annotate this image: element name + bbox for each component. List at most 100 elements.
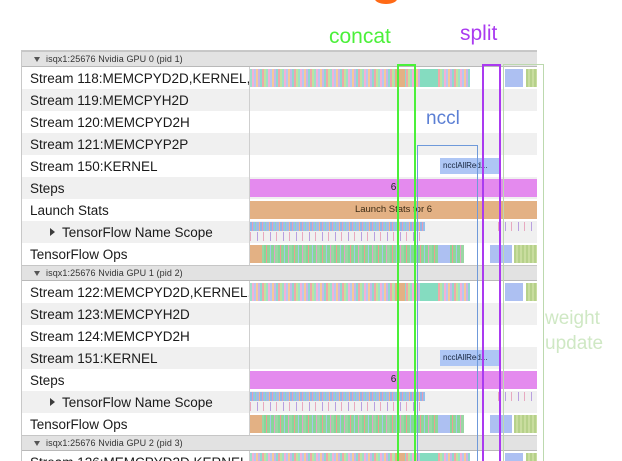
- activity-band[interactable]: [505, 283, 523, 301]
- group-header-gpu1[interactable]: isqx1:25676 Nvidia GPU 1 (pid 2): [22, 265, 537, 281]
- track-lane[interactable]: 6: [250, 177, 537, 199]
- label-column-divider: [249, 243, 250, 265]
- track-row[interactable]: Launch Stats Launch Stats for 6: [22, 199, 537, 221]
- activity-band[interactable]: [250, 232, 425, 241]
- track-row[interactable]: Stream 118:MEMCPYD2D,KERNEL,ME: [22, 67, 537, 89]
- track-lane[interactable]: [250, 413, 537, 435]
- activity-band[interactable]: [420, 283, 438, 301]
- label-column-divider: [249, 413, 250, 435]
- track-lane[interactable]: [250, 111, 537, 133]
- label-column-divider: [249, 451, 250, 461]
- nccl-all-reduce-block[interactable]: ncclAllRed...: [440, 158, 500, 174]
- activity-band[interactable]: [420, 69, 438, 87]
- steps-bar-label: 6: [390, 182, 397, 193]
- activity-band[interactable]: [250, 415, 438, 433]
- track-row[interactable]: Stream 120:MEMCPYD2H: [22, 111, 537, 133]
- track-row-label: Stream 124:MEMCPYD2H: [30, 329, 190, 344]
- activity-band[interactable]: [250, 402, 425, 411]
- activity-band[interactable]: [395, 453, 405, 461]
- track-row-label: Stream 123:MEMCPYH2D: [30, 307, 190, 322]
- track-row[interactable]: TensorFlow Name Scope: [22, 391, 537, 413]
- launch-stats-bar-label: Launch Stats for 6: [354, 204, 433, 215]
- track-lane[interactable]: [250, 325, 537, 347]
- track-row[interactable]: Stream 150:KERNEL ncclAllRed...: [22, 155, 537, 177]
- track-lane[interactable]: [250, 133, 537, 155]
- chevron-down-icon[interactable]: [34, 57, 40, 62]
- track-row[interactable]: Stream 119:MEMCPYH2D: [22, 89, 537, 111]
- activity-band[interactable]: [250, 453, 470, 461]
- track-lane[interactable]: [250, 451, 537, 461]
- activity-band[interactable]: [450, 245, 464, 263]
- track-row-label: Stream 119:MEMCPYH2D: [30, 93, 189, 108]
- activity-band[interactable]: [498, 222, 537, 231]
- track-row-label: Stream 121:MEMCPYP2P: [30, 137, 189, 152]
- track-lane[interactable]: [250, 221, 537, 243]
- group-header-gpu0[interactable]: isqx1:25676 Nvidia GPU 0 (pid 1): [22, 51, 537, 67]
- activity-band[interactable]: [498, 392, 537, 401]
- activity-band[interactable]: [505, 453, 523, 461]
- activity-band[interactable]: [250, 245, 262, 263]
- track-lane[interactable]: [250, 281, 537, 303]
- activity-band[interactable]: [490, 245, 512, 263]
- activity-band[interactable]: [250, 415, 262, 433]
- orange-marker-icon: [375, 0, 397, 4]
- label-column-divider: [249, 155, 250, 177]
- steps-bar[interactable]: [250, 371, 537, 389]
- track-row[interactable]: Stream 122:MEMCPYD2D,KERNEL,MI: [22, 281, 537, 303]
- activity-band[interactable]: [526, 283, 537, 301]
- track-row[interactable]: TensorFlow Ops: [22, 413, 537, 435]
- label-column-divider: [249, 177, 250, 199]
- activity-band[interactable]: [514, 245, 537, 263]
- activity-band[interactable]: [395, 69, 405, 87]
- chevron-down-icon[interactable]: [34, 271, 40, 276]
- activity-band[interactable]: [250, 245, 438, 263]
- annotation-label-split: split: [460, 22, 498, 45]
- group-header-label: isqx1:25676 Nvidia GPU 0 (pid 1): [46, 54, 183, 64]
- activity-band[interactable]: [505, 69, 523, 87]
- activity-band[interactable]: [490, 415, 512, 433]
- track-row[interactable]: Stream 126:MEMCPYD2D,KERNEL,MI: [22, 451, 537, 461]
- track-lane[interactable]: ncclAllRed...: [250, 155, 537, 177]
- label-column-divider: [249, 199, 250, 221]
- trace-viewer-panel[interactable]: isqx1:25676 Nvidia GPU 0 (pid 1) Stream 1…: [21, 50, 537, 461]
- activity-band[interactable]: [250, 222, 425, 231]
- activity-band[interactable]: [526, 69, 537, 87]
- track-row[interactable]: TensorFlow Name Scope: [22, 221, 537, 243]
- activity-band[interactable]: [526, 453, 537, 461]
- activity-band[interactable]: [250, 392, 425, 401]
- track-lane[interactable]: [250, 89, 537, 111]
- track-row[interactable]: Stream 121:MEMCPYP2P: [22, 133, 537, 155]
- track-lane[interactable]: ncclAllRed...: [250, 347, 537, 369]
- track-lane[interactable]: 6: [250, 369, 537, 391]
- track-row-label: Stream 122:MEMCPYD2D,KERNEL,MI: [30, 285, 262, 300]
- track-row[interactable]: Stream 123:MEMCPYH2D: [22, 303, 537, 325]
- activity-band[interactable]: [514, 415, 537, 433]
- track-row-label: Launch Stats: [30, 203, 109, 218]
- steps-bar[interactable]: [250, 179, 537, 197]
- track-lane[interactable]: [250, 67, 537, 89]
- track-lane[interactable]: [250, 243, 537, 265]
- launch-stats-bar[interactable]: [250, 201, 537, 219]
- track-row-label: Stream 118:MEMCPYD2D,KERNEL,ME: [30, 71, 262, 86]
- track-row-label: TensorFlow Ops: [30, 247, 128, 262]
- activity-band[interactable]: [450, 415, 464, 433]
- group-header-gpu2[interactable]: isqx1:25676 Nvidia GPU 2 (pid 3): [22, 435, 537, 451]
- nccl-all-reduce-block[interactable]: ncclAllRed...: [440, 350, 500, 366]
- track-row[interactable]: Stream 124:MEMCPYD2H: [22, 325, 537, 347]
- track-lane[interactable]: [250, 303, 537, 325]
- activity-band[interactable]: [438, 245, 450, 263]
- activity-band[interactable]: [395, 283, 405, 301]
- track-lane[interactable]: Launch Stats for 6: [250, 199, 537, 221]
- chevron-right-icon[interactable]: [50, 398, 55, 406]
- track-row-label: Stream 150:KERNEL: [30, 159, 158, 174]
- activity-band[interactable]: [438, 415, 450, 433]
- track-lane[interactable]: [250, 391, 537, 413]
- chevron-down-icon[interactable]: [34, 441, 40, 446]
- chevron-right-icon[interactable]: [50, 228, 55, 236]
- track-row[interactable]: TensorFlow Ops: [22, 243, 537, 265]
- activity-band[interactable]: [420, 453, 438, 461]
